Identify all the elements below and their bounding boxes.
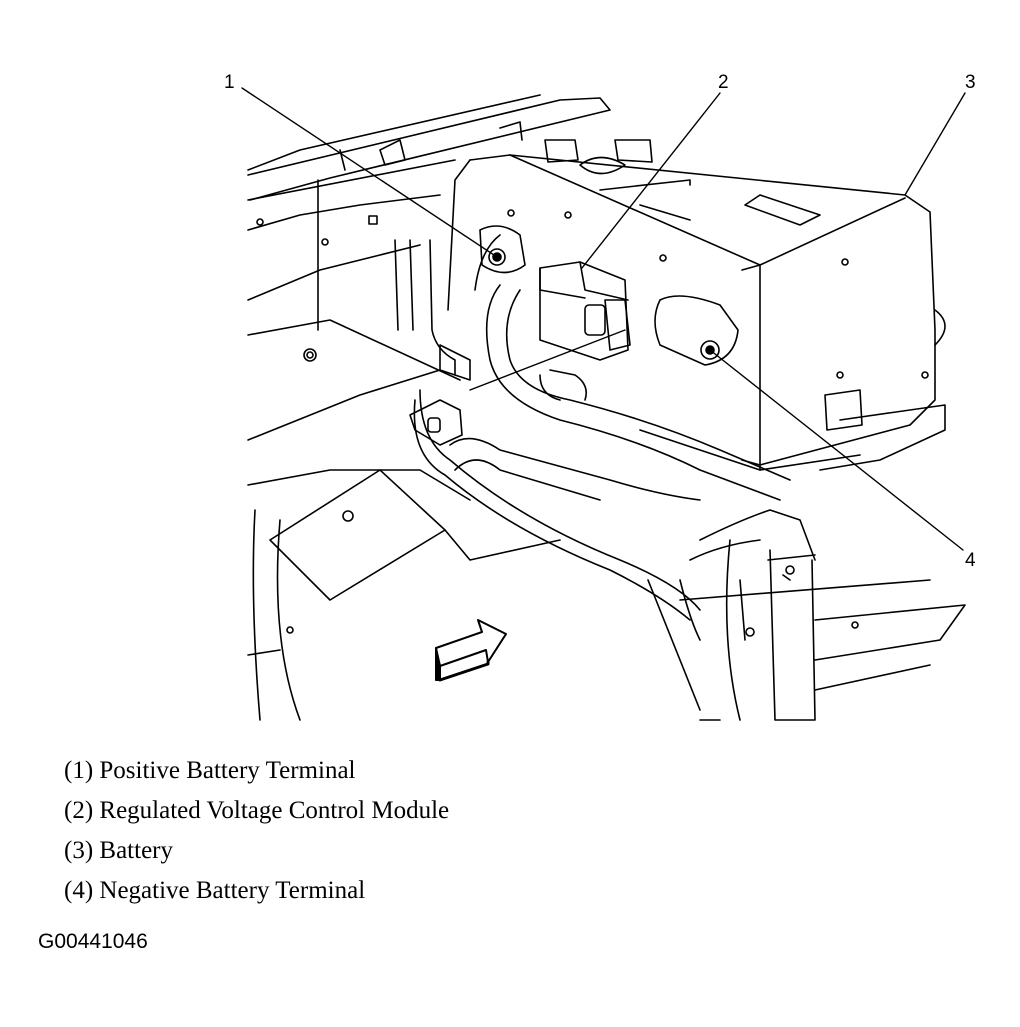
- body-panels: [247, 94, 611, 721]
- negative-battery-terminal: [654, 295, 739, 366]
- callout-1: 1: [224, 72, 235, 93]
- positive-battery-terminal: [474, 225, 526, 291]
- figure-id: G00441046: [38, 930, 148, 953]
- legend-item-battery: (3) Battery: [64, 837, 173, 864]
- cables-and-hoses: [394, 239, 966, 721]
- legend-item-regulated-voltage-control-module: (2) Regulated Voltage Control Module: [64, 797, 450, 824]
- callout-4: 4: [965, 550, 976, 571]
- battery: [447, 139, 946, 471]
- callout-2: 2: [718, 72, 729, 93]
- direction-arrow-icon: [435, 619, 507, 682]
- legend: (1) Positive Battery Terminal (2) Regula…: [64, 755, 449, 915]
- regulated-voltage-control-module: [539, 261, 631, 361]
- battery-location-diagram: [241, 87, 966, 721]
- callout-3: 3: [965, 72, 976, 93]
- legend-item-positive-battery-terminal: (1) Positive Battery Terminal: [64, 757, 356, 784]
- leader-lines: [241, 87, 966, 551]
- legend-item-negative-battery-terminal: (4) Negative Battery Terminal: [64, 877, 366, 904]
